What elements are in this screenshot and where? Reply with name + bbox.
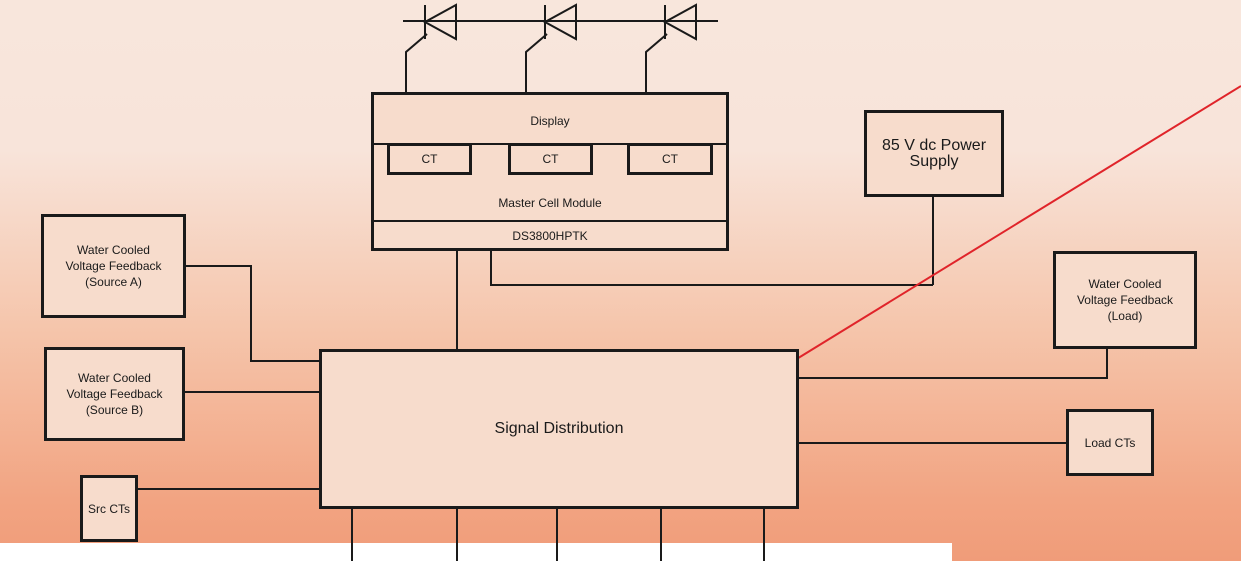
signal-distribution-label: Signal Distribution	[494, 420, 624, 437]
power-supply-label: 85 V dc Power Supply	[881, 136, 987, 170]
ct-box: CT	[627, 143, 713, 175]
divider	[374, 220, 726, 222]
src-cts-box: Src CTs	[80, 475, 138, 542]
thyristor-icon	[645, 3, 697, 92]
load-cts-box: Load CTs	[1066, 409, 1154, 476]
ct-label: CT	[662, 152, 678, 166]
feedback-source-b-label: Water Cooled Voltage Feedback (Source B)	[66, 371, 163, 417]
feedback-source-a-box: Water Cooled Voltage Feedback (Source A)	[41, 214, 186, 318]
load-feedback-wire	[798, 348, 1108, 379]
module-label: DS3800HPTK	[512, 229, 588, 243]
ct-label: CT	[542, 152, 559, 166]
feedback-source-a-label: Water Cooled Voltage Feedback (Source A)	[65, 243, 162, 289]
load-cts-label: Load CTs	[1084, 435, 1136, 450]
feedback-load-label: Water Cooled Voltage Feedback (Load)	[1076, 277, 1174, 323]
thyristor-icon	[525, 3, 577, 92]
module-to-power-wire	[490, 250, 933, 286]
source-a-wire	[185, 265, 320, 362]
ct-box: CT	[387, 143, 472, 175]
page-margin	[0, 543, 952, 561]
power-supply-box: 85 V dc Power Supply	[864, 110, 1004, 197]
display-label: Display	[530, 114, 570, 128]
signal-distribution-box: Signal Distribution	[319, 349, 799, 509]
thyristor-icon	[405, 3, 457, 92]
feedback-source-b-box: Water Cooled Voltage Feedback (Source B)	[44, 347, 185, 441]
ct-box: CT	[508, 143, 593, 175]
src-cts-label: Src CTs	[88, 501, 130, 516]
red-diagonal-line	[781, 85, 1241, 369]
master-cell-label: Master Cell Module	[498, 196, 602, 210]
ct-label: CT	[421, 152, 438, 166]
feedback-load-box: Water Cooled Voltage Feedback (Load)	[1053, 251, 1197, 349]
